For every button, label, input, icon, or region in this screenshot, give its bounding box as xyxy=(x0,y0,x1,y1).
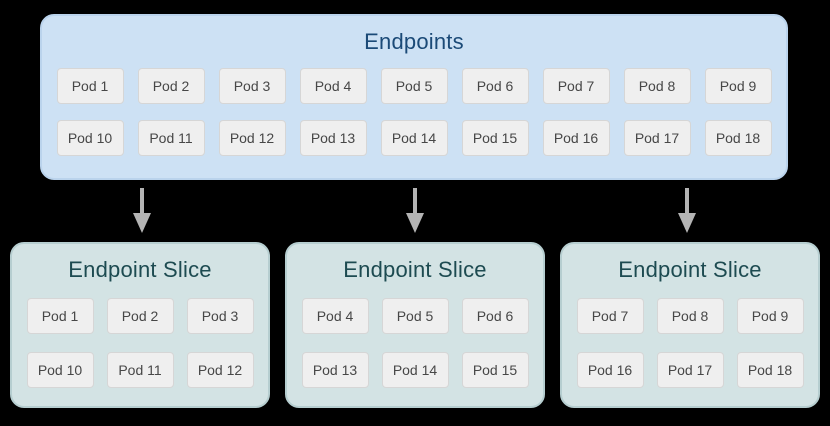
pod-box: Pod 13 xyxy=(299,120,367,156)
endpoints-box: Endpoints Pod 1 Pod 2 Pod 3 Pod 4 Pod 5 … xyxy=(40,14,788,180)
pod-box: Pod 5 xyxy=(380,68,448,104)
endpoint-slice-box-1: Endpoint Slice Pod 1 Pod 2 Pod 3 Pod 10 … xyxy=(10,242,270,408)
arrow-head xyxy=(133,213,151,233)
pod-box: Pod 1 xyxy=(56,68,124,104)
pod-box: Pod 15 xyxy=(461,120,529,156)
pod-box: Pod 4 xyxy=(299,68,367,104)
pod-box: Pod 5 xyxy=(381,298,449,334)
pod-box: Pod 11 xyxy=(137,120,205,156)
slice-3-pod-row-2: Pod 16 Pod 17 Pod 18 xyxy=(562,352,818,388)
slice-1-pod-row-2: Pod 10 Pod 11 Pod 12 xyxy=(12,352,268,388)
arrow-head xyxy=(406,213,424,233)
down-arrow-icon xyxy=(406,188,424,233)
pod-box: Pod 17 xyxy=(656,352,724,388)
slice-3-pod-row-1: Pod 7 Pod 8 Pod 9 xyxy=(562,298,818,334)
down-arrow-icon xyxy=(678,188,696,233)
pod-box: Pod 6 xyxy=(461,298,529,334)
pod-box: Pod 12 xyxy=(218,120,286,156)
slice-1-pod-row-1: Pod 1 Pod 2 Pod 3 xyxy=(12,298,268,334)
pod-box: Pod 14 xyxy=(381,352,449,388)
down-arrow-icon xyxy=(133,188,151,233)
pod-box: Pod 6 xyxy=(461,68,529,104)
endpoint-slice-title: Endpoint Slice xyxy=(68,257,212,282)
pod-box: Pod 10 xyxy=(26,352,94,388)
pod-box: Pod 14 xyxy=(380,120,448,156)
pod-box: Pod 8 xyxy=(623,68,691,104)
pod-box: Pod 9 xyxy=(736,298,804,334)
endpoints-title: Endpoints xyxy=(364,29,464,54)
pod-box: Pod 7 xyxy=(542,68,610,104)
endpoint-slice-box-3: Endpoint Slice Pod 7 Pod 8 Pod 9 Pod 16 … xyxy=(560,242,820,408)
pod-box: Pod 7 xyxy=(576,298,644,334)
arrow-head xyxy=(678,213,696,233)
pod-box: Pod 4 xyxy=(301,298,369,334)
pod-box: Pod 3 xyxy=(218,68,286,104)
pod-box: Pod 18 xyxy=(704,120,772,156)
slice-2-pod-row-2: Pod 13 Pod 14 Pod 15 xyxy=(287,352,543,388)
endpoint-slice-title: Endpoint Slice xyxy=(343,257,487,282)
endpoints-pod-row-2: Pod 10 Pod 11 Pod 12 Pod 13 Pod 14 Pod 1… xyxy=(42,120,786,156)
pod-box: Pod 11 xyxy=(106,352,174,388)
arrow-stem xyxy=(140,188,144,214)
pod-box: Pod 8 xyxy=(656,298,724,334)
pod-box: Pod 17 xyxy=(623,120,691,156)
arrow-stem xyxy=(685,188,689,214)
pod-box: Pod 12 xyxy=(186,352,254,388)
pod-box: Pod 1 xyxy=(26,298,94,334)
pod-box: Pod 9 xyxy=(704,68,772,104)
pod-box: Pod 16 xyxy=(576,352,644,388)
arrow-stem xyxy=(413,188,417,214)
pod-box: Pod 15 xyxy=(461,352,529,388)
endpoint-slice-title: Endpoint Slice xyxy=(618,257,762,282)
pod-box: Pod 13 xyxy=(301,352,369,388)
pod-box: Pod 18 xyxy=(736,352,804,388)
endpoints-pod-row-1: Pod 1 Pod 2 Pod 3 Pod 4 Pod 5 Pod 6 Pod … xyxy=(42,68,786,104)
endpoint-slice-box-2: Endpoint Slice Pod 4 Pod 5 Pod 6 Pod 13 … xyxy=(285,242,545,408)
pod-box: Pod 3 xyxy=(186,298,254,334)
pod-box: Pod 10 xyxy=(56,120,124,156)
pod-box: Pod 2 xyxy=(106,298,174,334)
slice-2-pod-row-1: Pod 4 Pod 5 Pod 6 xyxy=(287,298,543,334)
pod-box: Pod 16 xyxy=(542,120,610,156)
pod-box: Pod 2 xyxy=(137,68,205,104)
